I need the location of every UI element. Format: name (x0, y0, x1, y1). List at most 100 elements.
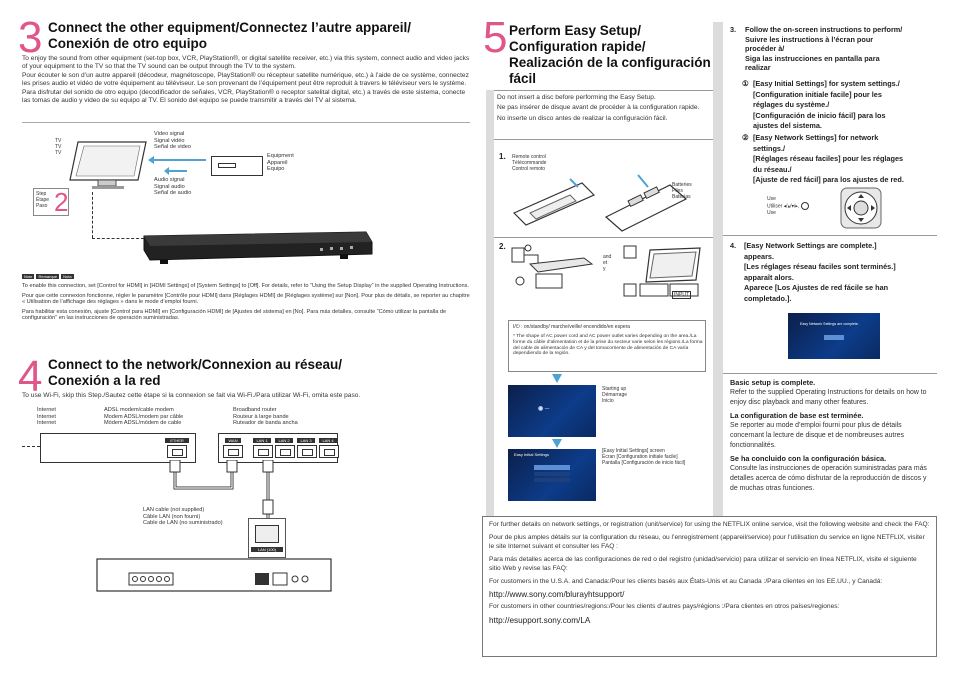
item2-line: du réseau./ (753, 164, 792, 174)
step3-number: 3 (18, 13, 43, 62)
step5-number: 5 (483, 13, 508, 62)
modem-label: ADSL modem/cable modem (104, 407, 174, 413)
modem-labels: ADSL modem/cable modem Modem ADSL/modem … (104, 407, 183, 427)
note-es: Para habilitar esta conexión, ajuste [Co… (22, 308, 447, 322)
instruction-line: Suivre les instructions à l’écran pour (745, 34, 874, 44)
step5-title-line2: Configuration rapide/ (509, 39, 646, 54)
modem-box: ETHER (40, 433, 196, 463)
use-label: Utiliser (767, 203, 783, 210)
equipment-slot (218, 163, 236, 168)
shaded-margin (713, 22, 723, 516)
item1-line: [Configuración de inicio fácil] para los (753, 110, 886, 120)
battery-label: Batteries (672, 182, 692, 188)
substep-2-number: 2. (499, 242, 506, 251)
and-label: et (603, 260, 608, 266)
lan-port-zoom: LAN (100) (248, 518, 286, 558)
item1-line: réglages du système./ (753, 100, 830, 110)
internet-label: Internet (37, 420, 56, 427)
remote-labels: Remote control Télécommande Control remo… (512, 154, 546, 172)
notice-line: No inserte un disco antes de realizar la… (497, 114, 668, 122)
step3-note: To enable this connection, set [Control … (22, 283, 470, 322)
step4-line: apparaît alors. (744, 272, 794, 282)
arrow-left-icon (164, 167, 169, 175)
step4-line: appears. (744, 251, 775, 261)
divider (22, 122, 470, 123)
step3-instructions: 3. Follow the on-screen instructions to … (730, 25, 940, 73)
ether-port-label: ETHER (165, 438, 189, 443)
footer-us: For customers in the U.S.A. and Canada:/… (489, 578, 883, 586)
step-reference-box: Step Étape Paso 2 (33, 188, 69, 216)
step-label: Étape (36, 197, 50, 203)
battery-label: Baterías (672, 194, 691, 200)
lan-port-label: LAN 2 (275, 438, 293, 443)
power-plug-illustration (511, 244, 594, 289)
step-labels: Step Étape Paso (36, 191, 49, 209)
step3-title-line2: Conexión de otro equipo (48, 36, 207, 51)
footer-other: For customers in other countries/regions… (489, 603, 840, 611)
note-tags: Note Remarque Nota (22, 274, 74, 279)
equipment-box (211, 156, 263, 176)
tv-input-illustration (623, 245, 701, 297)
note-en: To enable this connection, set [Control … (22, 283, 469, 289)
basic-es-head: Se ha concluido con la configuración bás… (730, 454, 887, 463)
easy-settings-screen: Easy Initial Settings (508, 449, 596, 501)
wan-port (223, 445, 243, 458)
substep-1-number: 1. (499, 152, 506, 161)
step5-title-line1: Perform Easy Setup/ (509, 23, 642, 38)
basic-en: Refer to the supplied Operating Instruct… (730, 389, 927, 406)
support-link-us[interactable]: http://www.sony.com/blurayhtsupport/ (489, 590, 625, 600)
item2-instructions: ② [Easy Network Settings] for network se… (742, 133, 947, 186)
wan-port-label: WAN (225, 438, 241, 443)
step4-number: 4 (18, 352, 43, 401)
step5-title: Perform Easy Setup/ Configuration rapide… (509, 23, 711, 87)
basic-fr: Se reporter au mode d’emploi fourni pour… (730, 422, 904, 449)
audio-signal-labels: Audio signal Signal audio Señal de audio (154, 177, 191, 197)
item1-line: [Configuration initiale facile] pour les (753, 89, 882, 99)
tv-label: TV (55, 150, 62, 156)
hdmi-connection-line (92, 192, 93, 238)
note-tag: Remarque (36, 274, 60, 279)
video-label: Señal de video (154, 144, 192, 151)
divider (723, 373, 937, 374)
item1-instructions: ① [Easy Initial Settings] for system set… (742, 79, 942, 132)
footer-en: For further details on network settings,… (489, 521, 930, 528)
cable-label: LAN cable (not supplied) (143, 507, 205, 513)
step5-title-line3: Realización de la configuración (509, 55, 711, 70)
power-note-box: I/⏻ : on/standby/ marche/veille/ encendi… (508, 320, 706, 372)
equipment-label: Equipment (267, 153, 294, 159)
use-label: Use (767, 210, 776, 216)
easy-screen-label: [Easy Initial Settings] screen (602, 448, 665, 454)
step3-para-es: Para disfrutar del sonido de otro equipo… (22, 88, 466, 105)
starting-label: Inicio (602, 398, 614, 404)
disc-notice: Do not insert a disc before performing t… (497, 94, 702, 123)
footer-es: Para más detalles acerca de las configur… (489, 556, 917, 572)
ether-port (167, 445, 187, 458)
menu-item-selected (534, 465, 570, 470)
video-signal-arrow (152, 159, 206, 161)
step4-title-line1: Connect to the network/Connexion au rése… (48, 357, 343, 372)
direction-pad-illustration (840, 187, 882, 229)
arrow-left-icon (148, 156, 154, 164)
step-label: Step (36, 191, 47, 197)
note-fr: Pour que cette connexion fonctionne, rég… (22, 292, 470, 306)
circled-2-icon: ② (742, 133, 749, 142)
internet-labels: Internet Internet Internet (37, 407, 56, 427)
player-rear-illustration (96, 558, 332, 592)
step-label: Paso (36, 203, 48, 209)
notice-line: Do not insert a disc before performing t… (497, 94, 656, 101)
starting-label: Démarrage (602, 392, 628, 398)
tv-label: TV (55, 138, 62, 144)
easy-screen-label: Écran [Configuration initiale facile] (602, 454, 678, 460)
cable-label: Cable de LAN (no suministrado) (143, 520, 223, 527)
basic-fr-head: La configuration de base est terminée. (730, 411, 864, 420)
item1-line: [Easy Initial Settings] for system setti… (753, 79, 900, 88)
remote-label: Télécommande (512, 160, 547, 166)
divider (723, 235, 937, 236)
starting-labels: Starting up Démarrage Inicio (602, 386, 627, 404)
audio-signal-arrow (167, 170, 187, 172)
support-link-la[interactable]: http://esupport.sony.com/LA (489, 615, 591, 625)
step4-instructions: 4. [Easy Network Settings are complete.]… (730, 241, 940, 305)
arrow-keys-icon: ◂/▴/▾/▸, (783, 203, 800, 210)
complete-message: Easy Network Settings are complete. (800, 322, 859, 326)
equipment-label: Equipo (267, 166, 285, 173)
